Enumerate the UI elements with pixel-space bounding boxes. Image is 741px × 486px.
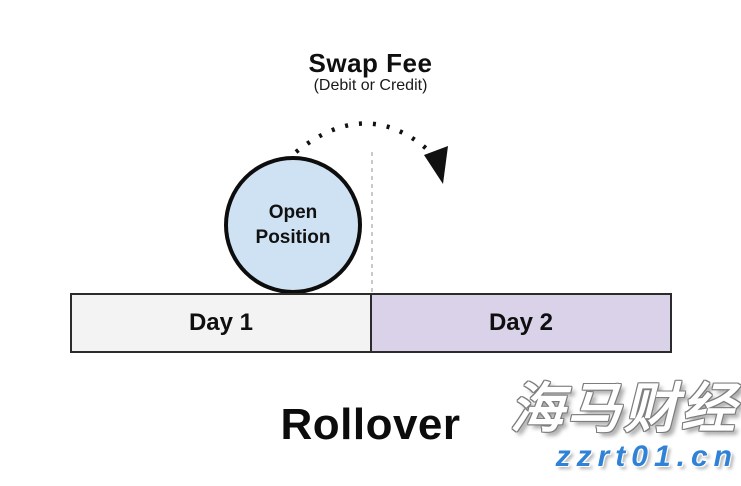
timeline-segment-day1: Day 1 [70,293,372,353]
rollover-caption: Rollover [280,400,461,449]
watermark: 海马财经 zzrt01.cn [510,382,741,472]
day1-label: Day 1 [188,309,254,336]
day2-label: Day 2 [488,309,554,336]
rollover-arc-dotted-arrow-icon [294,121,430,154]
open-position-label: Open Position [255,202,331,248]
timeline-segment-day2: Day 2 [370,293,672,353]
arrowhead-icon [424,146,448,184]
swap-fee-subtitle: (Debit or Credit) [313,77,428,94]
watermark-site-url: zzrt01.cn [555,440,738,473]
swap-fee-title: Swap Fee [308,48,433,78]
watermark-brand: 海马财经 [510,379,738,439]
open-position-circle: Open Position [224,156,362,294]
